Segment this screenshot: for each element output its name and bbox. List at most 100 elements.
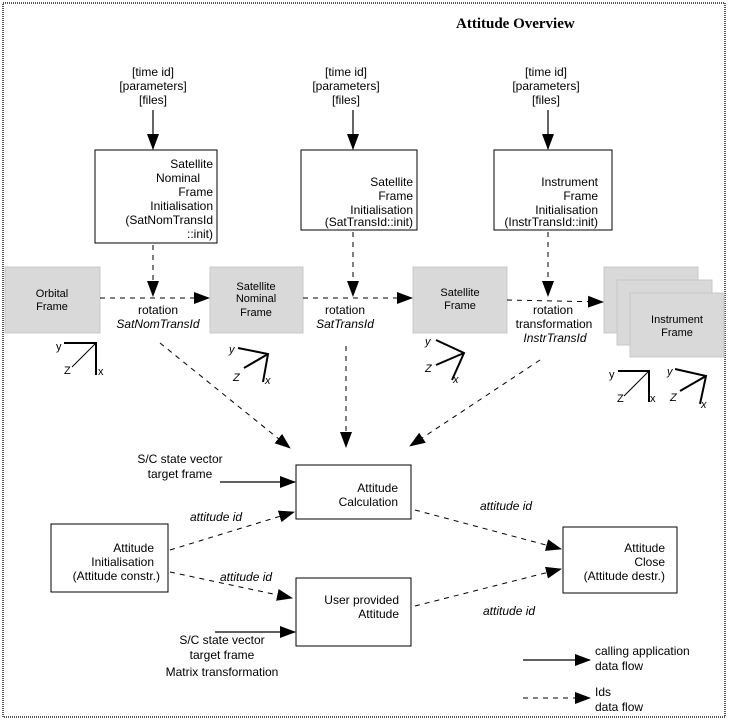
svg-text:Attitude: Attitude (357, 481, 398, 495)
svg-text:(SatNomTransId: (SatNomTransId (125, 213, 213, 227)
sat-nominal-frame-init-box: Satellite Nominal Frame Initialisation (… (94, 149, 218, 244)
svg-text:Nominal: Nominal (236, 293, 276, 305)
svg-text:x: x (650, 393, 656, 405)
svg-text:[time id]: [time id] (132, 65, 174, 79)
init-to-user-arrow (169, 571, 293, 601)
transform-label-instr: rotation transformation InstrTransId (516, 303, 593, 345)
svg-text:Initialisation: Initialisation (91, 555, 154, 569)
svg-text:y: y (56, 341, 62, 353)
svg-text:Frame: Frame (36, 301, 68, 313)
instrument-frame-init-box: Instrument Frame Initialisation (InstrTr… (493, 149, 613, 231)
svg-text:SatTransId: SatTransId (316, 317, 374, 331)
satellite-nominal-frame: Satellite Nominal Frame (209, 266, 304, 334)
svg-text:rotation: rotation (533, 303, 573, 317)
svg-text:y: y (424, 336, 432, 348)
svg-text:Frame: Frame (661, 327, 693, 339)
svg-text:[files]: [files] (139, 93, 167, 107)
svg-text:[files]: [files] (332, 93, 360, 107)
svg-text:x: x (98, 366, 104, 378)
attitude-id-label-1: attitude id (190, 510, 242, 524)
svg-text:Initialisation: Initialisation (535, 203, 598, 217)
svg-text:Initialisation: Initialisation (350, 203, 413, 217)
svg-text:transformation: transformation (516, 317, 593, 331)
svg-text:y: y (666, 366, 674, 378)
svg-text:Attitude: Attitude (358, 607, 399, 621)
svg-text:data flow: data flow (595, 659, 643, 673)
svg-text:Initialisation: Initialisation (150, 199, 213, 213)
nominal-to-calc-arrow (159, 342, 291, 449)
svg-text:y: y (228, 344, 236, 356)
svg-text:Z: Z (64, 365, 71, 377)
svg-text:Z: Z (617, 393, 624, 405)
user-to-close-arrow (414, 566, 562, 607)
svg-text:Satellite: Satellite (440, 287, 479, 299)
svg-text:(SatTransId::init): (SatTransId::init) (325, 215, 413, 229)
svg-text:Attitude: Attitude (113, 541, 154, 555)
satellite-frame: Satellite Frame (412, 266, 508, 334)
svg-text:Satellite: Satellite (170, 157, 213, 171)
svg-text:S/C state vector: S/C state vector (179, 633, 264, 647)
svg-text:target frame: target frame (148, 467, 213, 481)
svg-text:Satellite: Satellite (236, 281, 275, 293)
instrument-frame-stack: Instrument Frame (603, 266, 725, 358)
attitude-id-label-4: attitude id (483, 604, 535, 618)
svg-text:Frame: Frame (178, 185, 213, 199)
svg-text:Frame: Frame (444, 300, 476, 312)
sat-frame-init-box: Satellite Frame Initialisation (SatTrans… (300, 149, 418, 231)
svg-text:data flow: data flow (595, 700, 643, 714)
svg-text:Satellite: Satellite (370, 175, 413, 189)
legend: calling application data flow Ids data f… (523, 644, 690, 714)
svg-text:Z: Z (424, 363, 433, 375)
transform-label-sat: rotation SatTransId (316, 303, 374, 331)
svg-text:Ids: Ids (595, 685, 611, 699)
attitude-close-box: Attitude Close (Attitude destr.) (562, 526, 678, 594)
svg-text:x: x (452, 374, 459, 386)
svg-text:rotation: rotation (138, 303, 178, 317)
satellite-to-instrument-arrow (506, 295, 604, 308)
svg-text:User provided: User provided (324, 593, 399, 607)
user-inputs-label: S/C state vector target frame Matrix tra… (166, 633, 279, 679)
user-provided-attitude-box: User provided Attitude (295, 577, 412, 647)
attitude-id-label-2: attitude id (220, 570, 272, 584)
svg-text:::init): ::init) (187, 227, 213, 241)
svg-text:SatNomTransId: SatNomTransId (116, 317, 199, 331)
svg-text:Nominal: Nominal (156, 171, 200, 185)
svg-text:[files]: [files] (532, 93, 560, 107)
svg-text:[parameters]: [parameters] (512, 79, 579, 93)
svg-text:x: x (264, 375, 271, 387)
svg-text:Z: Z (232, 372, 241, 384)
init-to-calc-arrow (169, 510, 295, 551)
svg-text:target frame: target frame (190, 648, 255, 662)
svg-text:Calculation: Calculation (339, 495, 398, 509)
svg-text:Matrix transformation: Matrix transformation (166, 665, 279, 679)
svg-text:calling application: calling application (595, 644, 690, 658)
input-labels-3: [time id][parameters][files] (512, 65, 579, 107)
svg-text:(InstrTransId::init): (InstrTransId::init) (504, 215, 598, 229)
calc-inputs-label: S/C state vector target frame (137, 452, 222, 481)
svg-text:[time id]: [time id] (325, 65, 367, 79)
calc-to-close-arrow (414, 509, 562, 551)
svg-text:Instrument: Instrument (651, 314, 703, 326)
svg-text:Orbital: Orbital (36, 288, 68, 300)
svg-text:[parameters]: [parameters] (119, 79, 186, 93)
attitude-id-label-3: attitude id (480, 499, 532, 513)
svg-text:[parameters]: [parameters] (312, 79, 379, 93)
svg-text:[time id]: [time id] (525, 65, 567, 79)
transform-label-satnom: rotation SatNomTransId (116, 303, 199, 331)
orbital-frame: Orbital Frame (4, 266, 101, 334)
input-labels-1: [time id][parameters][files] (119, 65, 186, 107)
svg-text:(Attitude destr.): (Attitude destr.) (584, 569, 665, 583)
svg-text:rotation: rotation (325, 303, 365, 317)
diagram-title: Attitude Overview (456, 16, 575, 32)
input-labels-2: [time id][parameters][files] (312, 65, 379, 107)
satellite-axes-icon: yZx (424, 336, 466, 386)
svg-text:Z: Z (669, 392, 678, 404)
svg-text:InstrTransId: InstrTransId (523, 331, 586, 345)
svg-text:Attitude: Attitude (624, 541, 665, 555)
